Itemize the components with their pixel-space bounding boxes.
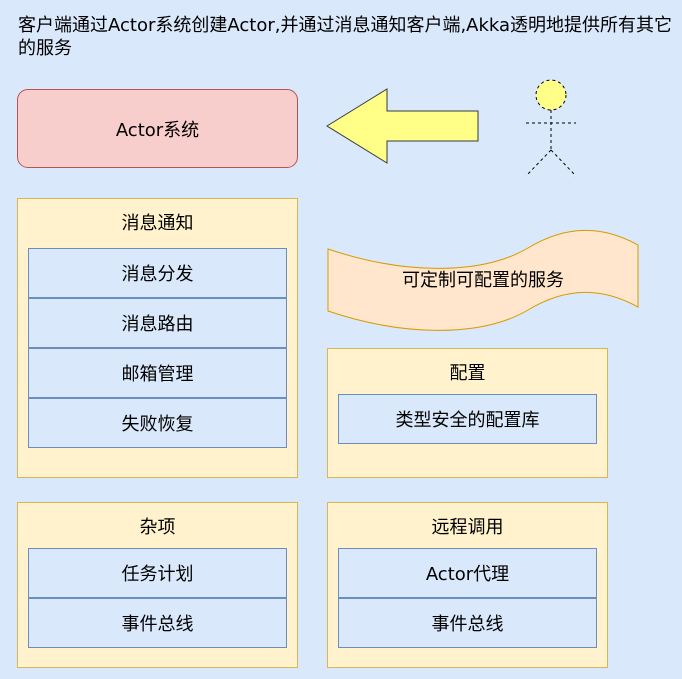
messaging-group-title: 消息通知 <box>121 213 194 234</box>
task-scheduling-item: 任务计划 <box>28 548 287 598</box>
stick-figure-icon <box>525 79 577 177</box>
diagram-caption: 客户端通过Actor系统创建Actor,并通过消息通知客户端,Akka透明地提供… <box>18 15 673 59</box>
mailbox-management-item: 邮箱管理 <box>28 348 287 398</box>
config-group: 配置 类型安全的配置库 <box>327 348 608 478</box>
misc-group: 杂项 任务计划 事件总线 <box>17 502 298 668</box>
left-arrow-icon <box>326 88 479 164</box>
custom-services-shape <box>327 229 639 331</box>
actor-proxy-item: Actor代理 <box>338 548 597 598</box>
actor-system-box: Actor系统 <box>17 89 298 168</box>
custom-services-label: 可定制可配置的服务 <box>402 270 564 291</box>
remote-group: 远程调用 Actor代理 事件总线 <box>327 502 608 668</box>
config-group-title: 配置 <box>449 363 486 384</box>
remote-group-title: 远程调用 <box>431 517 504 538</box>
event-bus-item: 事件总线 <box>28 598 287 648</box>
messaging-group: 消息通知 消息分发 消息路由 邮箱管理 失败恢复 <box>17 198 298 478</box>
typesafe-config-item: 类型安全的配置库 <box>338 394 597 444</box>
remote-event-bus-item: 事件总线 <box>338 598 597 648</box>
message-routing-item: 消息路由 <box>28 298 287 348</box>
message-dispatch-item: 消息分发 <box>28 248 287 298</box>
failure-recovery-item: 失败恢复 <box>28 398 287 448</box>
misc-group-title: 杂项 <box>139 517 176 538</box>
actor-system-label: Actor系统 <box>115 119 200 141</box>
